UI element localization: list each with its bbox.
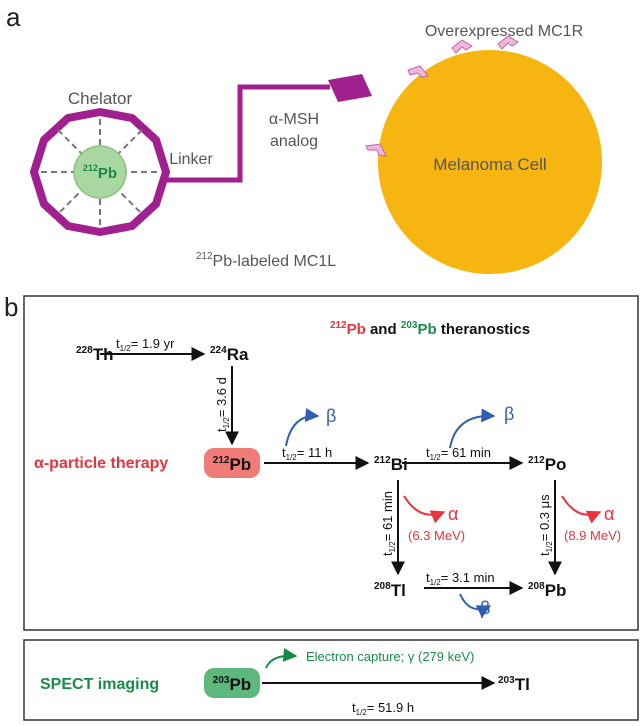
alpha-energy-bi: (6.3 MeV) [408, 528, 465, 543]
nuclide-pb208: 208Pb [528, 581, 566, 600]
receptor-icon [451, 39, 473, 54]
alpha-energy-po: (8.9 MeV) [564, 528, 621, 543]
receptor-icon [407, 65, 429, 78]
halflife-bi-po: t1/2= 61 min [426, 445, 491, 462]
pb212-atom-label: 212Pb [83, 163, 117, 182]
linker-label: Linker [169, 151, 213, 168]
capture-arrow [265, 647, 298, 669]
pb212-atom [73, 145, 127, 199]
panel-a-label: a [6, 2, 21, 32]
mc1r-receptors [365, 35, 519, 157]
chelator-ring: 212Pb [30, 108, 170, 236]
msh-label-line2: analog [270, 133, 318, 150]
alpha-arrow-bi [403, 495, 446, 524]
melanoma-cell-label: Melanoma Cell [433, 155, 546, 174]
beta-arrow-tl [459, 593, 492, 618]
halflife-ra-pb: t1/2= 3.6 d [214, 377, 231, 432]
nuclide-bi212: 212Bi [374, 455, 408, 474]
halflife-po-pb: t1/2= 0.3 μs [537, 494, 554, 556]
halflife-pb203: t1/2= 51.9 h [352, 700, 414, 717]
beta-arrow-bi [449, 408, 496, 449]
panel-b-label: b [4, 292, 18, 322]
chelator-label: Chelator [68, 89, 133, 108]
alpha-arrow-po [561, 495, 602, 524]
alpha-label-bi: α [448, 504, 458, 524]
alpha-label-po: α [604, 504, 614, 524]
therapy-label: α-particle therapy [34, 455, 168, 472]
receptor-label: Overexpressed MC1R [425, 23, 583, 40]
beta-arrow-pb [285, 408, 320, 447]
receptor-icon [497, 35, 519, 50]
linker-line [166, 84, 330, 183]
halflife-th-ra: t1/2= 1.9 yr [116, 336, 175, 353]
nuclide-pb212: 212Pb [213, 455, 251, 474]
spect-label: SPECT imaging [40, 676, 159, 693]
beta-label-bi: β [504, 404, 514, 424]
pb203-box [204, 668, 260, 698]
beta-label-pb: β [326, 406, 336, 426]
msh-peptide [328, 74, 372, 102]
spect-box [23, 639, 639, 721]
melanoma-cell [378, 50, 602, 274]
halflife-tl-pb: t1/2= 3.1 min [426, 570, 495, 587]
capture-label: Electron capture; γ (279 keV) [306, 649, 474, 664]
msh-label-line1: α-MSH [269, 111, 319, 128]
construct-label: 212Pb-labeled MC1L [196, 251, 336, 270]
pb212-box [204, 448, 260, 478]
beta-label-tl: β [480, 598, 490, 618]
decay-title: 212Pb and 203Pb theranostics [330, 320, 530, 338]
decay-chain-box [23, 295, 639, 631]
nuclide-tl203: 203Tl [498, 675, 530, 694]
nuclide-tl208: 208Tl [374, 581, 406, 600]
halflife-pb-bi: t1/2= 11 h [282, 445, 332, 462]
nuclide-pb203: 203Pb [213, 675, 251, 694]
halflife-bi-tl: t1/2= 61 min [380, 491, 397, 556]
nuclide-po212: 212Po [528, 455, 566, 474]
nuclide-ra224: 224Ra [210, 345, 249, 364]
receptor-icon [365, 143, 387, 157]
